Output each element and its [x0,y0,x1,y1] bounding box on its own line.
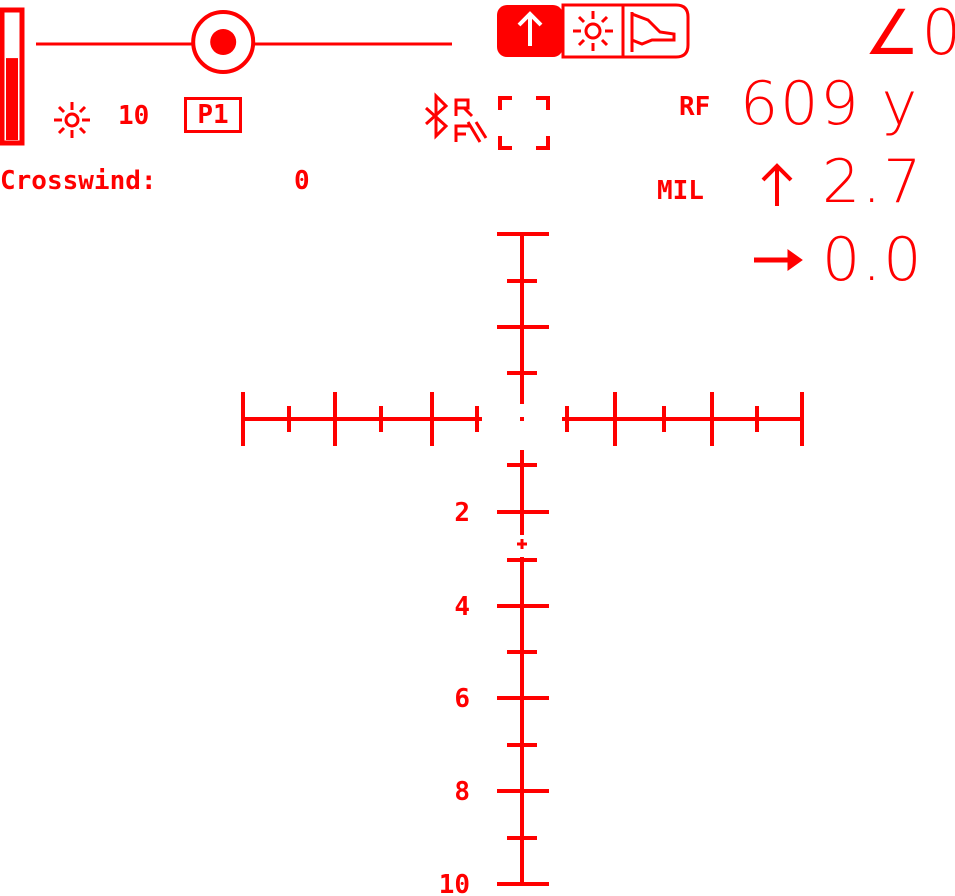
brightness-value: 10 [118,101,150,131]
reticle-label: 8 [454,777,470,807]
rf-value: 609 y [740,69,920,139]
up-arrow-icon [517,11,543,46]
crosswind-label: Crosswind: [0,166,157,196]
battery-fill [6,58,18,140]
profile-label: P1 [197,100,229,130]
mode-flag[interactable] [621,3,690,59]
angle-readout: ∠0 [864,0,955,69]
reticle-label: 10 [439,870,470,896]
mil-label: MIL [657,176,704,206]
mil-windage-value: 0.0 [822,225,924,295]
profile-badge[interactable]: P1 [184,97,242,133]
reticle-center-dot [520,417,524,421]
mode-up-arrow[interactable] [497,5,563,57]
sun-icon [573,11,613,51]
crosswind-value: 0 [294,166,310,196]
reticle-label: 4 [454,592,470,622]
battery-icon [0,7,25,146]
reticle-label: 6 [454,684,470,714]
bluetooth-icon [424,92,449,140]
aim-point-marker [517,539,527,549]
mil-elevation-value: 2.7 [822,147,924,217]
reticle-label: 2 [454,498,470,528]
rf-label: RF [679,92,711,122]
frame-icon [498,96,550,150]
slider-knob[interactable] [191,10,256,74]
flag-icon [630,12,676,52]
rf-icon [454,98,488,143]
sun-icon [54,102,90,138]
